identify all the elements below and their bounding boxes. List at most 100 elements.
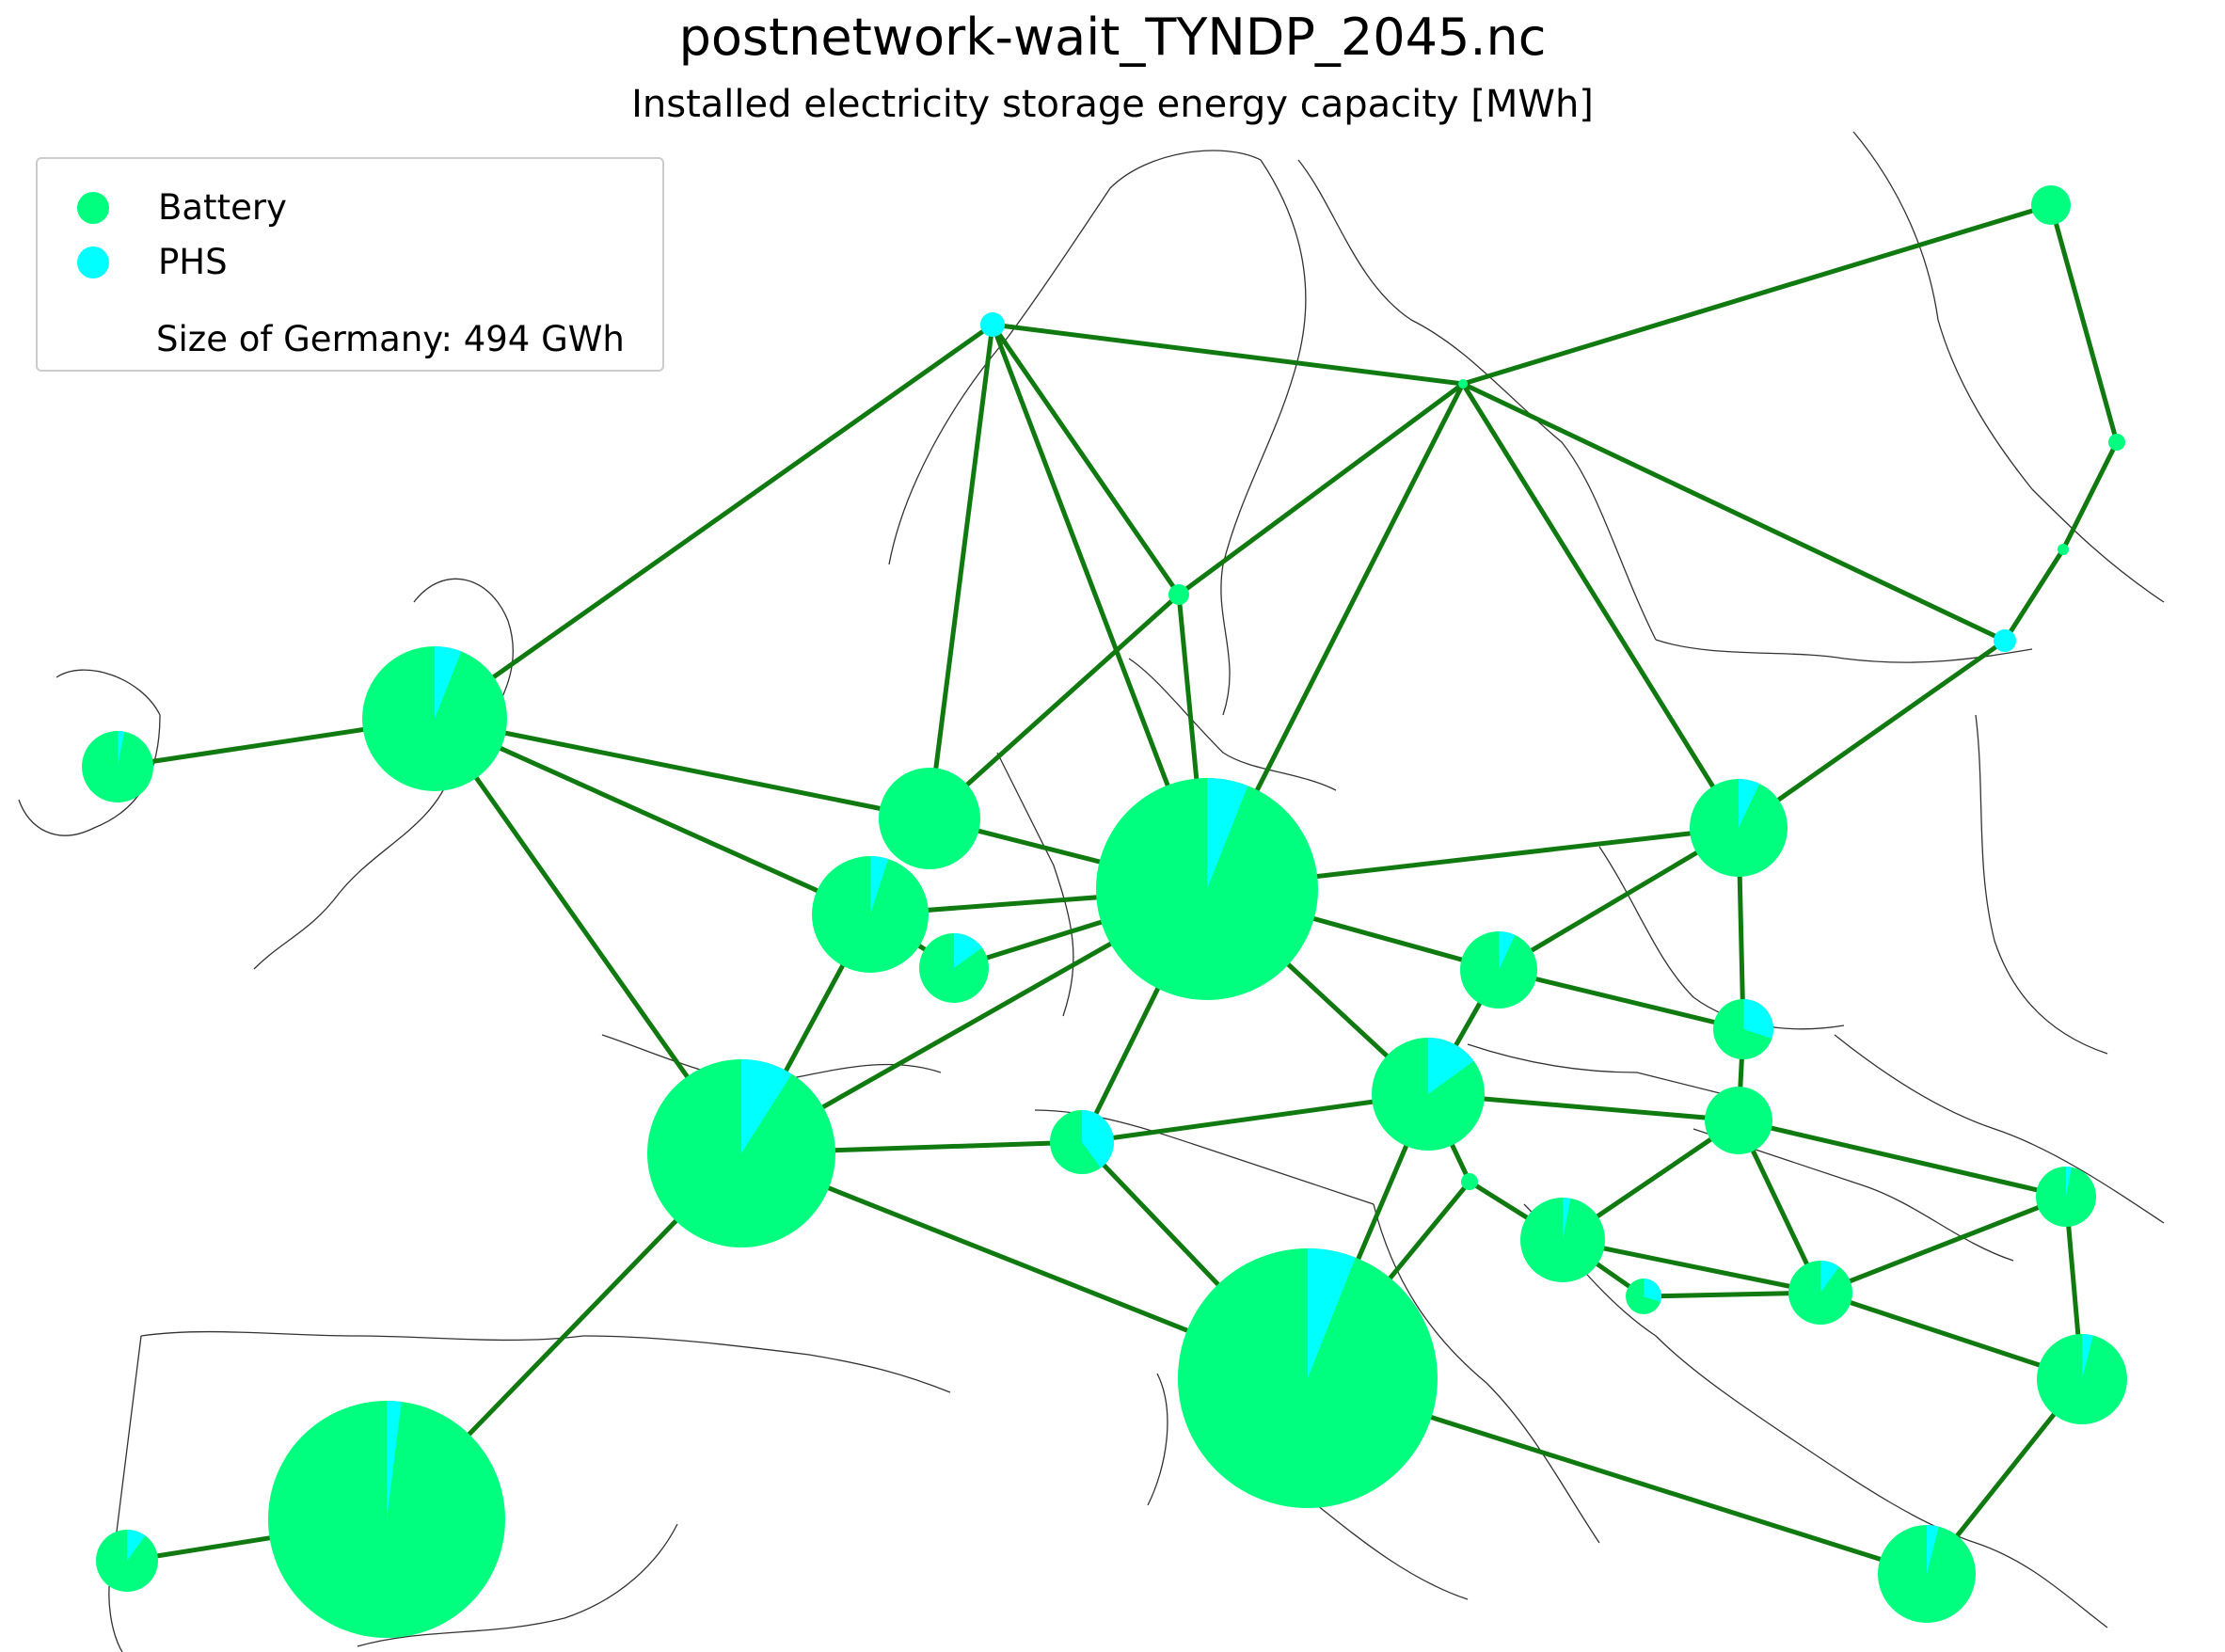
link-fi-ee xyxy=(2048,204,2120,443)
phs-slice xyxy=(1820,1261,1839,1293)
phs-slice xyxy=(1428,1038,1474,1094)
phs-slice xyxy=(2082,1334,2093,1379)
link-gb-be xyxy=(433,716,872,917)
storage-pie-gb xyxy=(362,646,507,791)
link-lv-lt xyxy=(2002,548,2066,643)
border-line xyxy=(1467,1043,1751,1102)
battery-slice xyxy=(2058,544,2069,555)
battery-slice xyxy=(1458,379,1468,389)
phs-slice xyxy=(2066,1167,2072,1197)
phs-slice xyxy=(1499,931,1516,970)
storage-pie-pt xyxy=(96,1530,158,1592)
storage-pie-nl xyxy=(879,768,980,869)
border-line xyxy=(1852,131,2165,603)
phs-slice xyxy=(1563,1198,1571,1240)
legend-item-battery: Battery xyxy=(38,187,287,228)
storage-pie-gr xyxy=(1878,1525,1976,1623)
storage-pie-no xyxy=(980,312,1005,337)
storage-pie-at xyxy=(1372,1038,1485,1151)
phs-slice xyxy=(1644,1279,1662,1302)
link-gb-nl xyxy=(434,716,930,821)
link-lt-pl xyxy=(1737,638,2007,831)
border-line xyxy=(140,1330,584,1342)
phs-slice xyxy=(118,731,125,767)
phs-slice xyxy=(1739,779,1760,828)
phs-slice xyxy=(435,646,462,719)
storage-pie-bg xyxy=(2037,1334,2127,1424)
storage-pie-pl xyxy=(1690,779,1788,877)
link-se-fi xyxy=(1462,202,2052,387)
map-subtitle: Installed electricity storage energy cap… xyxy=(631,83,1594,126)
link-no-se xyxy=(992,322,1464,387)
link-rs-ro xyxy=(1820,1194,2067,1295)
storage-pie-es xyxy=(268,1401,505,1638)
border-line xyxy=(1834,1034,2165,1224)
link-cz-sk xyxy=(1498,967,1744,1032)
phs-slice xyxy=(1994,629,2016,652)
phs-swatch-icon xyxy=(77,246,109,278)
battery-slice xyxy=(2031,185,2071,225)
storage-pie-ba xyxy=(1626,1279,1662,1314)
border-line xyxy=(1297,159,1657,641)
storage-pie-dk xyxy=(1168,584,1189,605)
border-line xyxy=(888,150,1262,565)
phs-slice xyxy=(1743,999,1773,1039)
storage-pies xyxy=(82,185,2127,1638)
storage-pie-lv xyxy=(2058,544,2069,555)
storage-pie-sk xyxy=(1713,999,1773,1059)
storage-pie-it xyxy=(1178,1248,1438,1508)
storage-pie-rs xyxy=(1788,1261,1852,1325)
link-se-dk xyxy=(1177,381,1465,597)
battery-slice xyxy=(2108,434,2125,451)
storage-pie-fr xyxy=(647,1058,835,1247)
map-title: postnetwork-wait_TYNDP_2045.nc xyxy=(678,8,1547,67)
legend-item-phs: PHS xyxy=(38,242,228,282)
legend-label-phs: PHS xyxy=(158,242,228,282)
border-line xyxy=(1373,1203,1600,1544)
border-line xyxy=(1805,1448,2108,1628)
phs-slice xyxy=(980,312,1005,337)
border-line xyxy=(1220,159,1307,716)
border-line xyxy=(1316,1504,1469,1600)
storage-pie-ie xyxy=(82,731,153,802)
link-no-nl xyxy=(927,324,995,819)
border-line xyxy=(1147,1373,1168,1506)
storage-pie-de xyxy=(1096,778,1318,1000)
battery-slice xyxy=(1461,1173,1478,1190)
battery-swatch-icon xyxy=(77,191,109,224)
storage-pie-hu xyxy=(1705,1087,1772,1154)
storage-pie-lu xyxy=(919,933,989,1003)
link-hu-ro xyxy=(1738,1118,2067,1199)
storage-pie-se xyxy=(1458,379,1468,389)
legend-size-note: Size of Germany: 494 GWh xyxy=(156,319,625,359)
border-line xyxy=(108,1335,142,1652)
storage-pie-fi xyxy=(2031,185,2071,225)
border-line xyxy=(1128,658,1337,791)
phs-slice xyxy=(127,1530,146,1561)
legend: Battery PHS Size of Germany: 494 GWh xyxy=(36,157,664,372)
battery-slice xyxy=(1168,584,1189,605)
link-se-pl xyxy=(1460,382,1741,830)
link-no-dk xyxy=(990,323,1182,596)
phs-slice xyxy=(1207,778,1248,889)
storage-pie-cz xyxy=(1460,931,1537,1009)
border-line xyxy=(1975,714,2108,1055)
border-line xyxy=(996,752,1074,1017)
link-ee-lv xyxy=(2060,440,2120,551)
link-no-gb xyxy=(433,322,994,722)
phs-slice xyxy=(387,1401,402,1519)
border-line xyxy=(582,1335,951,1393)
storage-pie-hr xyxy=(1520,1198,1605,1282)
phs-slice xyxy=(1927,1525,1939,1574)
phs-slice xyxy=(1082,1110,1115,1168)
storage-pie-ee xyxy=(2108,434,2125,451)
storage-pie-lt xyxy=(1994,629,2016,652)
legend-label-battery: Battery xyxy=(158,187,287,228)
phs-slice xyxy=(954,933,982,968)
storage-pie-be xyxy=(812,856,929,973)
link-rs-bg xyxy=(1820,1290,2083,1382)
phs-slice xyxy=(741,1058,792,1153)
storage-pie-ch xyxy=(1050,1110,1115,1174)
link-se-lt xyxy=(1461,381,2007,643)
